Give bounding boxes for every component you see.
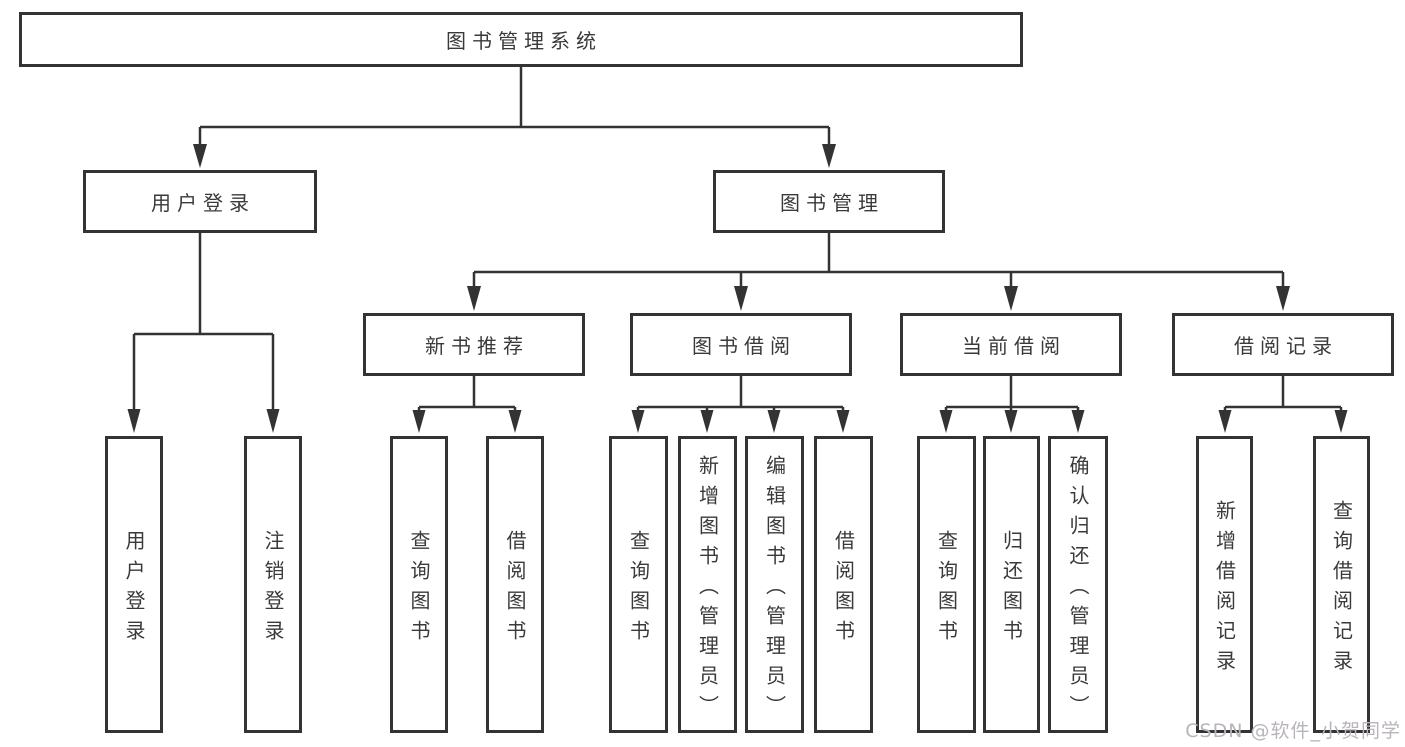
leaf-confirm-return-admin: 确认归还（管理员） [1048, 436, 1108, 733]
down-arrowheads-book-borrow-icon [631, 410, 850, 433]
node-user-login: 用户登录 [83, 170, 317, 233]
node-current-borrow: 当前借阅 [900, 313, 1122, 376]
root-label: 图书管理系统 [446, 29, 602, 53]
leaf-label: 借阅图书 [831, 529, 856, 650]
down-arrowheads-user-login-icon [127, 409, 280, 433]
leaf-label: 查询图书 [626, 529, 651, 650]
leaf-borrow-books-1: 借阅图书 [486, 436, 544, 733]
csdn-watermark: CSDN @软件_小贺同学 [1185, 720, 1401, 742]
node-book-management: 图书管理 [713, 170, 945, 233]
leaf-label: 查询图书 [934, 529, 959, 650]
node-new-book-recommend: 新书推荐 [363, 313, 585, 376]
down-arrowheads-borrow-records-icon [1218, 410, 1348, 433]
leaf-add-books-admin: 新增图书（管理员） [678, 436, 737, 733]
leaf-return-books: 归还图书 [983, 436, 1040, 733]
node-label: 用户登录 [151, 191, 255, 215]
leaf-label: 注销登录 [261, 529, 285, 650]
down-arrowheads-book-management-icon [467, 286, 1290, 311]
node-book-borrow: 图书借阅 [630, 313, 852, 376]
leaf-query-borrow-record: 查询借阅记录 [1313, 436, 1370, 733]
node-label: 借阅记录 [1234, 334, 1338, 358]
node-label: 新书推荐 [425, 334, 529, 358]
connector-book-management [472, 233, 1285, 288]
down-arrowheads-root-icon [193, 144, 836, 168]
leaf-label: 查询图书 [407, 529, 431, 650]
connector-current-borrow [944, 376, 1080, 412]
connector-new-book-recommend [417, 376, 517, 412]
leaf-user-login: 用户登录 [105, 436, 163, 733]
node-root: 图书管理系统 [19, 12, 1023, 67]
node-borrow-records: 借阅记录 [1172, 313, 1394, 376]
leaf-logout-login: 注销登录 [244, 436, 302, 733]
leaf-label: 编辑图书（管理员） [762, 454, 787, 725]
node-label: 图书管理 [780, 191, 884, 215]
leaf-query-books-1: 查询图书 [390, 436, 448, 733]
down-arrowheads-current-borrow-icon [939, 410, 1085, 433]
connector-book-borrow [636, 376, 845, 412]
connector-borrow-records [1223, 376, 1343, 412]
leaf-edit-books-admin: 编辑图书（管理员） [745, 436, 804, 733]
leaf-label: 借阅图书 [503, 529, 527, 650]
node-label: 图书借阅 [692, 334, 796, 358]
connector-user-login [132, 233, 275, 411]
leaf-query-books-2: 查询图书 [609, 436, 668, 733]
connector-root [198, 67, 831, 146]
leaf-label: 新增借阅记录 [1212, 499, 1237, 680]
leaf-label: 用户登录 [122, 529, 146, 650]
leaf-query-books-3: 查询图书 [917, 436, 976, 733]
leaf-label: 确认归还（管理员） [1066, 454, 1090, 725]
node-label: 当前借阅 [962, 334, 1066, 358]
leaf-add-borrow-record: 新增借阅记录 [1196, 436, 1253, 733]
leaf-label: 查询借阅记录 [1329, 499, 1354, 680]
leaf-label: 新增图书（管理员） [695, 454, 720, 725]
leaf-label: 归还图书 [999, 529, 1024, 650]
down-arrowheads-new-book-recommend-icon [412, 410, 522, 433]
leaf-borrow-books-2: 借阅图书 [814, 436, 873, 733]
